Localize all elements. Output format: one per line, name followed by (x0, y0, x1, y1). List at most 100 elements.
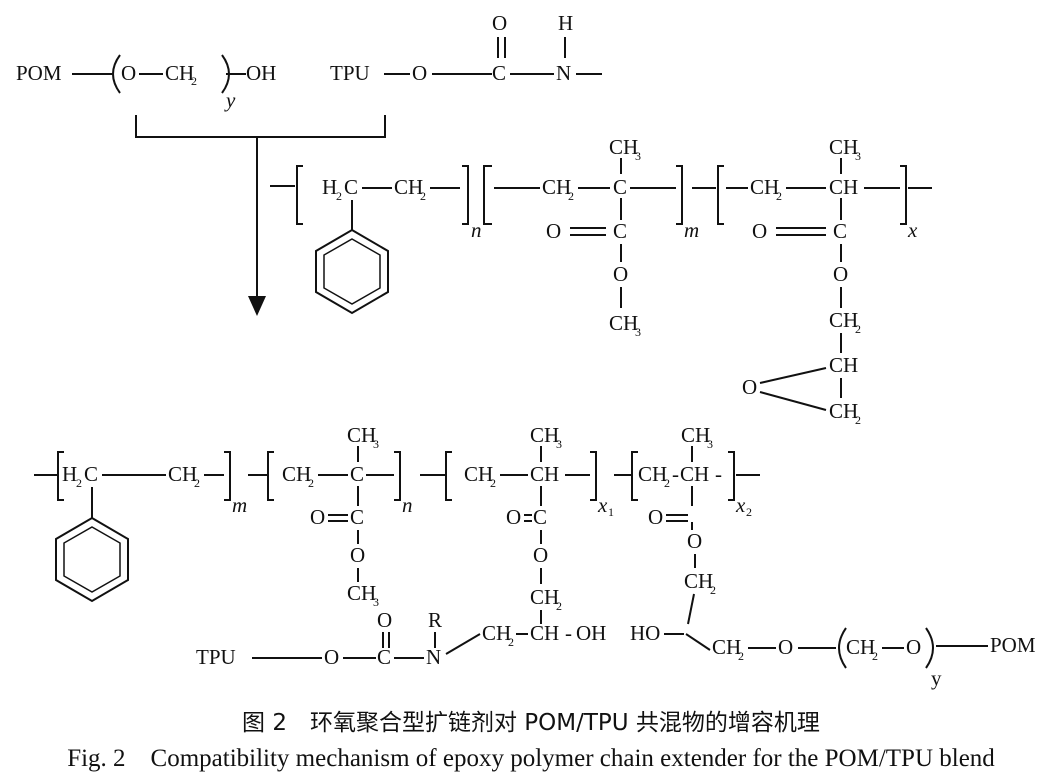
epoxy-chain-extender: H 2 C CH 2 n CH 2 C CH 3 C O O CH 3 (270, 135, 932, 427)
atom-o-carbonyl: O (752, 219, 767, 243)
ch3-group: CH (609, 135, 638, 159)
bracket-close (394, 451, 401, 501)
subscript-2: 2 (568, 189, 574, 203)
atom-o-carbonyl: O (506, 505, 521, 529)
atom-c: C (492, 61, 506, 85)
subscript-3: 3 (635, 149, 641, 163)
ch2-group: CH (829, 399, 858, 423)
bracket-close (728, 451, 735, 501)
atom-o: O (350, 543, 365, 567)
atom-c: C (377, 645, 391, 669)
atom-o: O (324, 645, 339, 669)
atom-o: O (533, 543, 548, 567)
subscript-3: 3 (707, 437, 713, 451)
subscript-2: 2 (556, 599, 562, 613)
bond (445, 633, 481, 655)
pom-label: POM (16, 61, 62, 85)
ch2-group: CH (168, 462, 197, 486)
subscript-2: 2 (776, 189, 782, 203)
ch3-group: CH (609, 311, 638, 335)
bond (687, 593, 695, 625)
atom-o-carbonyl: O (377, 608, 392, 632)
ch-group: CH (829, 175, 858, 199)
bracket (135, 115, 386, 138)
subscript-3: 3 (556, 437, 562, 451)
ch2-group: CH (638, 462, 667, 486)
atom-c: C (613, 219, 627, 243)
atom-o: O (613, 262, 628, 286)
ch2-group: CH (282, 462, 311, 486)
atom-c: C (350, 505, 364, 529)
bracket-close (590, 451, 597, 501)
atom-h: H (558, 11, 573, 35)
atom-o-carbonyl: O (546, 219, 561, 243)
ch-group: CH (680, 462, 709, 486)
subscript-2: 2 (336, 189, 342, 203)
repeat-x1: x (597, 493, 608, 517)
ch-group: H (322, 175, 337, 199)
ring-inner (63, 526, 121, 593)
tpu-label: TPU (330, 61, 370, 85)
repeat-x2: x (735, 493, 746, 517)
ch2-group: CH (750, 175, 779, 199)
atom-c: C (533, 505, 547, 529)
paren-open (112, 54, 121, 94)
bracket-open (631, 451, 638, 501)
ch2-group: CH (829, 308, 858, 332)
subscript-2: 2 (746, 505, 752, 519)
paren-open (838, 627, 847, 669)
subscript-2: 2 (738, 649, 744, 663)
bracket-open (57, 451, 64, 501)
atom-o-carbonyl: O (648, 505, 663, 529)
atom-o: O (412, 61, 427, 85)
subscript-2: 2 (855, 413, 861, 427)
subscript-3: 3 (373, 595, 379, 609)
bracket-close (224, 451, 231, 501)
ch3-group: CH (829, 135, 858, 159)
ch2-group: CH (165, 61, 194, 85)
caption-english: Fig. 2 Compatibility mechanism of epoxy … (67, 745, 995, 772)
pom-reactant: POM O CH 2 y OH (16, 54, 276, 112)
bond-dot: - (672, 462, 679, 486)
atom-o: O (906, 635, 921, 659)
ring (55, 516, 129, 603)
ch-group: CH (530, 462, 559, 486)
repeat-y: y (224, 88, 236, 112)
bracket-open (445, 451, 452, 501)
ch3-group: CH (347, 423, 376, 447)
atom-n: N (556, 61, 571, 85)
atom-n: N (426, 645, 441, 669)
grafted-chains: TPU O C O N R CH 2 CH - OH HO CH 2 O CH … (196, 608, 1036, 690)
atom-o: O (833, 262, 848, 286)
repeat-n: n (471, 218, 482, 242)
bracket-open (717, 165, 724, 225)
bond-dash: - (565, 621, 572, 645)
subscript-1: 1 (608, 505, 614, 519)
subscript-2: 2 (420, 189, 426, 203)
arrowhead (248, 296, 266, 316)
bracket-open (267, 451, 274, 501)
benzene-ring (55, 516, 129, 603)
ch-group: CH (530, 621, 559, 645)
ring-inner (323, 238, 381, 305)
subscript-2: 2 (872, 649, 878, 663)
subscript-2: 2 (508, 635, 514, 649)
subscript-2: 2 (855, 322, 861, 336)
hydroxyl: OH (576, 621, 606, 645)
benzene-ring (315, 228, 389, 315)
atom-o: O (778, 635, 793, 659)
atom-o: O (121, 61, 136, 85)
subscript-2: 2 (490, 476, 496, 490)
atom-c: C (613, 175, 627, 199)
bond (685, 633, 711, 651)
subscript-2: 2 (710, 583, 716, 597)
ch2-group: CH (394, 175, 423, 199)
repeat-y: y (931, 666, 942, 690)
repeat-m: m (684, 218, 699, 242)
ch2-group: CH (846, 635, 875, 659)
bracket-close (676, 165, 683, 225)
atom-c: C (84, 462, 98, 486)
atom-o-carbonyl: O (310, 505, 325, 529)
hydroxyl: OH (246, 61, 276, 85)
ch3-group: CH (681, 423, 710, 447)
